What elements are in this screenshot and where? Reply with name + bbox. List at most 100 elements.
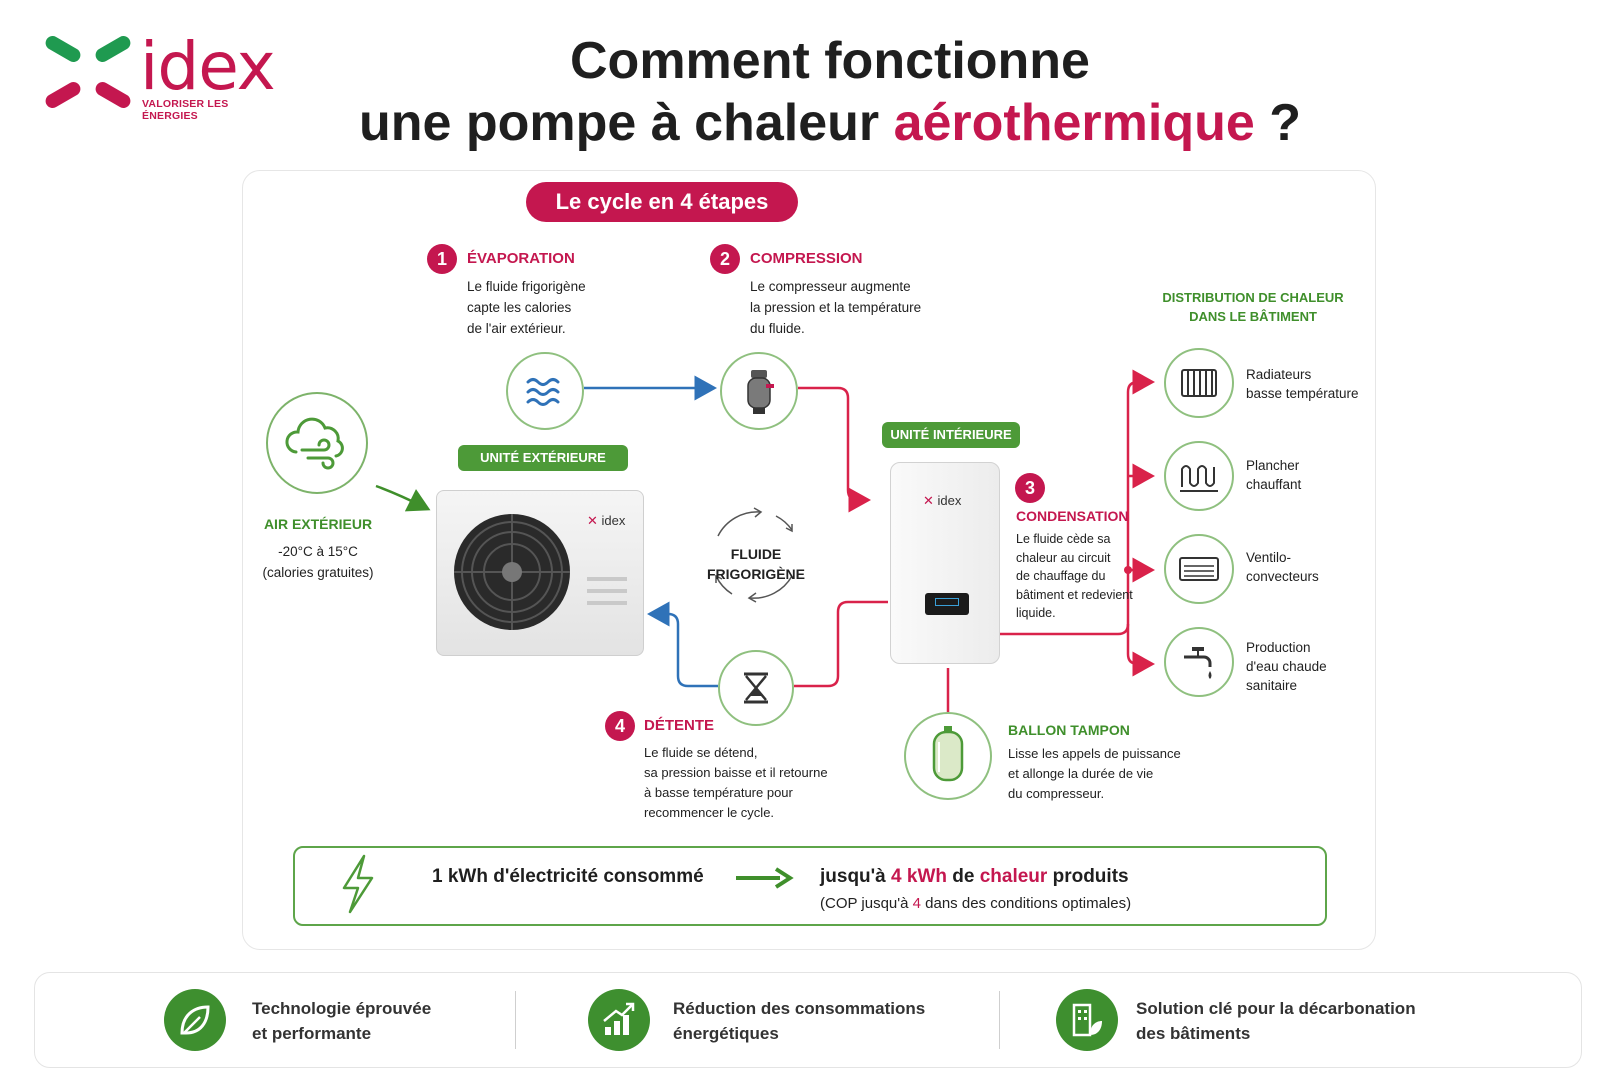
benefit-2-line: énergétiques: [673, 1024, 779, 1043]
energy-right-value: 4 kWh: [891, 866, 947, 887]
fan-coil-circle: [1164, 534, 1234, 604]
energy-produced: jusqu'à 4 kWh de chaleur produits: [820, 866, 1129, 888]
compression-circle: [720, 352, 798, 430]
step-4-text: Le fluide se détend, sa pression baisse …: [644, 743, 828, 823]
step-3-line: de chauffage du: [1016, 569, 1106, 583]
evaporation-circle: [506, 352, 584, 430]
cloud-wind-icon: [285, 417, 344, 470]
page-title: Comment fonctionne une pompe à chaleur a…: [300, 30, 1360, 154]
cop-value: 4: [912, 895, 921, 912]
title-line-2: une pompe à chaleur aérothermique ?: [300, 92, 1360, 154]
floor-heating-circle: [1164, 441, 1234, 511]
outdoor-vent: [587, 577, 627, 581]
radiator-line: Radiateurs: [1246, 367, 1312, 382]
energy-right-word: chaleur: [979, 866, 1048, 887]
faucet-line: d'eau chaude: [1246, 659, 1327, 674]
step-3-title: CONDENSATION: [1016, 508, 1129, 524]
fan-coil-line: convecteurs: [1246, 569, 1319, 584]
step-1-text: Le fluide frigorigène capte les calories…: [467, 276, 586, 339]
energy-right-prefix: jusqu'à: [820, 866, 892, 887]
radiator-line: basse température: [1246, 386, 1359, 401]
benefit-3-line: des bâtiments: [1136, 1024, 1251, 1043]
buffer-circle: [904, 712, 992, 800]
pipe-dist-faucet: [1126, 624, 1155, 677]
energy-consumed: 1 kWh d'électricité consommé: [432, 866, 704, 887]
step-2-line: la pression et la température: [750, 300, 922, 315]
step-1-title: ÉVAPORATION: [467, 250, 575, 267]
indoor-display: [925, 593, 969, 615]
fluid-label-2: FRIGORIGÈNE: [706, 566, 805, 582]
title-accent: aérothermique: [893, 94, 1255, 152]
step-1-number: 1: [427, 244, 457, 274]
step-1-line: Le fluide frigorigène: [467, 279, 586, 294]
indoor-unit-label: UNITÉ INTÉRIEURE: [882, 422, 1020, 448]
floor-heating-line: chauffant: [1246, 477, 1302, 492]
radiator-circle: [1164, 348, 1234, 418]
energy-summary-box: [293, 846, 1327, 926]
buffer-line: du compresseur.: [1008, 786, 1105, 801]
faucet-icon: [1184, 647, 1212, 679]
idex-logo: idex VALORISER LES ÉNERGIES: [38, 28, 278, 122]
step-4-title: DÉTENTE: [644, 717, 715, 734]
chart-up-icon: [603, 1002, 635, 1035]
outdoor-vent: [587, 589, 627, 593]
step-4-line: sa pression baisse et il retourne: [644, 765, 828, 780]
fan-coil-icon: [1179, 557, 1219, 581]
buffer-title: BALLON TAMPON: [1008, 722, 1130, 738]
benefit-divider: [515, 991, 516, 1049]
outdoor-unit: ✕ idex: [436, 490, 644, 656]
benefit-2-circle: [588, 989, 650, 1051]
faucet-line: sanitaire: [1246, 678, 1298, 693]
benefit-2-text: Réduction des consommations énergétiques: [673, 996, 925, 1046]
benefits-bar: [34, 972, 1582, 1068]
step-3-line: chaleur au circuit: [1016, 550, 1111, 565]
title-suffix: ?: [1254, 94, 1301, 152]
distribution-title-1: DISTRIBUTION DE CHALEUR: [1162, 290, 1344, 305]
energy-right-suffix: produits: [1047, 866, 1129, 887]
air-title: AIR EXTÉRIEUR: [263, 516, 373, 532]
air-circle: [266, 392, 368, 494]
benefit-1-text: Technologie éprouvée et performante: [252, 996, 431, 1046]
outdoor-vent: [587, 601, 627, 605]
step-2-line: Le compresseur augmente: [750, 279, 911, 294]
energy-arrow-icon: [736, 867, 794, 889]
step-4-line: Le fluide se détend,: [644, 745, 758, 760]
cycle-arrows-icon: [715, 507, 793, 603]
cycle-label-pill: Le cycle en 4 étapes: [526, 182, 798, 222]
benefit-divider: [999, 991, 1000, 1049]
detente-circle: [718, 650, 794, 726]
energy-right-mid: de: [946, 866, 980, 887]
step-4-number: 4: [605, 711, 635, 741]
pipe-junction: [1124, 566, 1132, 574]
step-3-line: liquide.: [1016, 606, 1056, 620]
step-3-number: 3: [1015, 473, 1045, 503]
radiator-label: Radiateurs basse température: [1246, 365, 1359, 403]
step-1-line: de l'air extérieur.: [467, 321, 566, 336]
step-4-line: à basse température pour: [644, 785, 793, 800]
pipe-dist-radiator: [1000, 369, 1155, 636]
step-4-line: recommencer le cycle.: [644, 805, 775, 820]
benefit-1-line: et performante: [252, 1024, 372, 1043]
buffer-tank-icon: [932, 726, 964, 782]
outdoor-brand-text: idex: [601, 513, 626, 528]
fluid-label-1: FLUIDE: [730, 546, 782, 562]
floor-heating-label: Plancher chauffant: [1246, 456, 1301, 494]
fluid-label: FLUIDE FRIGORIGÈNE: [696, 544, 816, 584]
outdoor-brand: ✕ idex: [587, 513, 626, 528]
air-range: -20°C à 15°C: [278, 544, 358, 559]
fan-coil-line: Ventilo-: [1246, 550, 1292, 565]
indoor-unit: ✕ idex: [890, 462, 1000, 664]
buffer-line: Lisse les appels de puissance: [1008, 746, 1181, 761]
benefit-3-circle: [1056, 989, 1118, 1051]
waves-icon: [526, 378, 560, 406]
faucet-circle: [1164, 627, 1234, 697]
benefit-3-line: Solution clé pour la décarbonation: [1136, 999, 1416, 1018]
pipe-indoor-to-detente: [794, 600, 888, 688]
buffer-line: et allonge la durée de vie: [1008, 766, 1154, 781]
indoor-brand: ✕ idex: [923, 493, 962, 508]
faucet-label: Production d'eau chaude sanitaire: [1246, 638, 1327, 695]
floor-heating-icon: [1180, 465, 1218, 492]
indoor-display-screen: [935, 598, 959, 606]
leaf-icon: [180, 1005, 210, 1035]
